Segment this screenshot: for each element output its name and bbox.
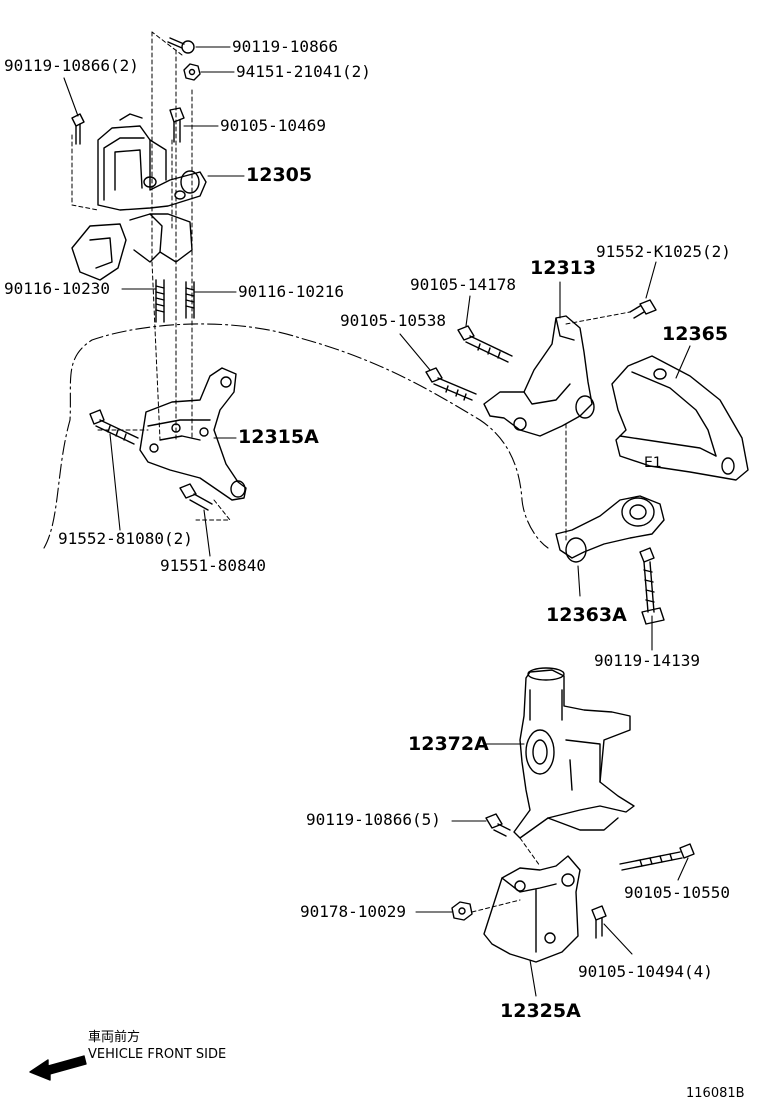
front-direction-arrow xyxy=(29,1055,87,1081)
bolt-90105-10538 xyxy=(425,367,477,401)
label-90119-14139: 90119-14139 xyxy=(594,651,700,670)
bolt-90105-14178 xyxy=(457,325,513,363)
label-91552-81080: 91552-81080(2) xyxy=(58,529,193,548)
bracket-12325A xyxy=(483,855,581,963)
direction-label-jp: 車両前方 xyxy=(88,1030,141,1045)
cover-mark: E1 xyxy=(644,455,662,471)
label-90105-10494: 90105-10494(4) xyxy=(578,962,713,981)
leader-lines xyxy=(63,46,691,997)
label-12315A: 12315A xyxy=(238,426,319,448)
mount-12372A xyxy=(513,667,635,839)
label-90105-14178: 90105-14178 xyxy=(410,275,516,294)
stud-90116-10216 xyxy=(185,281,195,319)
bolt-91552-K1025 xyxy=(629,299,657,319)
label-94151-21041: 94151-21041(2) xyxy=(236,62,371,81)
label-12363A: 12363A xyxy=(546,604,627,626)
bolt-91551-80840 xyxy=(179,483,213,511)
mount-12305-lower-shield xyxy=(71,213,193,281)
label-12372A: 12372A xyxy=(408,733,489,755)
label-91551-80840: 91551-80840 xyxy=(160,556,266,575)
label-90116-10230: 90116-10230 xyxy=(4,279,110,298)
bolt-90105-10494 xyxy=(591,905,607,939)
bolt-90119-10866-5 xyxy=(485,813,511,837)
label-90119-10866-5: 90119-10866(5) xyxy=(306,810,441,829)
bolt-90119-14139 xyxy=(639,547,665,625)
nut-90178-10029 xyxy=(451,901,473,921)
bracket-12313 xyxy=(483,315,595,437)
engine-outline xyxy=(43,323,549,549)
label-12305: 12305 xyxy=(246,164,313,186)
label-90105-10550: 90105-10550 xyxy=(624,883,730,902)
label-91552-K1025: 91552-K1025(2) xyxy=(596,242,731,261)
bolt-90119-10866-top xyxy=(167,37,195,54)
label-90116-10216: 90116-10216 xyxy=(238,282,344,301)
rod-12363A xyxy=(555,495,665,563)
bolt-90105-10469 xyxy=(169,107,185,143)
label-12313: 12313 xyxy=(530,257,597,279)
bolt-91552-81080 xyxy=(89,409,139,445)
mount-12305 xyxy=(97,113,207,211)
label-12365: 12365 xyxy=(662,323,729,345)
label-90119-10866-2: 90119-10866(2) xyxy=(4,56,139,75)
stud-90116-10230 xyxy=(155,279,165,323)
direction-label-en: VEHICLE FRONT SIDE xyxy=(88,1047,227,1062)
bolt-90105-10550 xyxy=(619,843,695,871)
nut-94151-21041 xyxy=(183,63,201,81)
bracket-12315A xyxy=(139,367,247,501)
label-90119-10866: 90119-10866 xyxy=(232,37,338,56)
label-90105-10469: 90105-10469 xyxy=(220,116,326,135)
cover-12365 xyxy=(611,355,749,481)
label-12325A: 12325A xyxy=(500,1000,581,1022)
label-90178-10029: 90178-10029 xyxy=(300,902,406,921)
label-90105-10538: 90105-10538 xyxy=(340,311,446,330)
bolt-90119-10866-left xyxy=(71,113,85,145)
diagram-id: 116081B xyxy=(686,1086,745,1101)
